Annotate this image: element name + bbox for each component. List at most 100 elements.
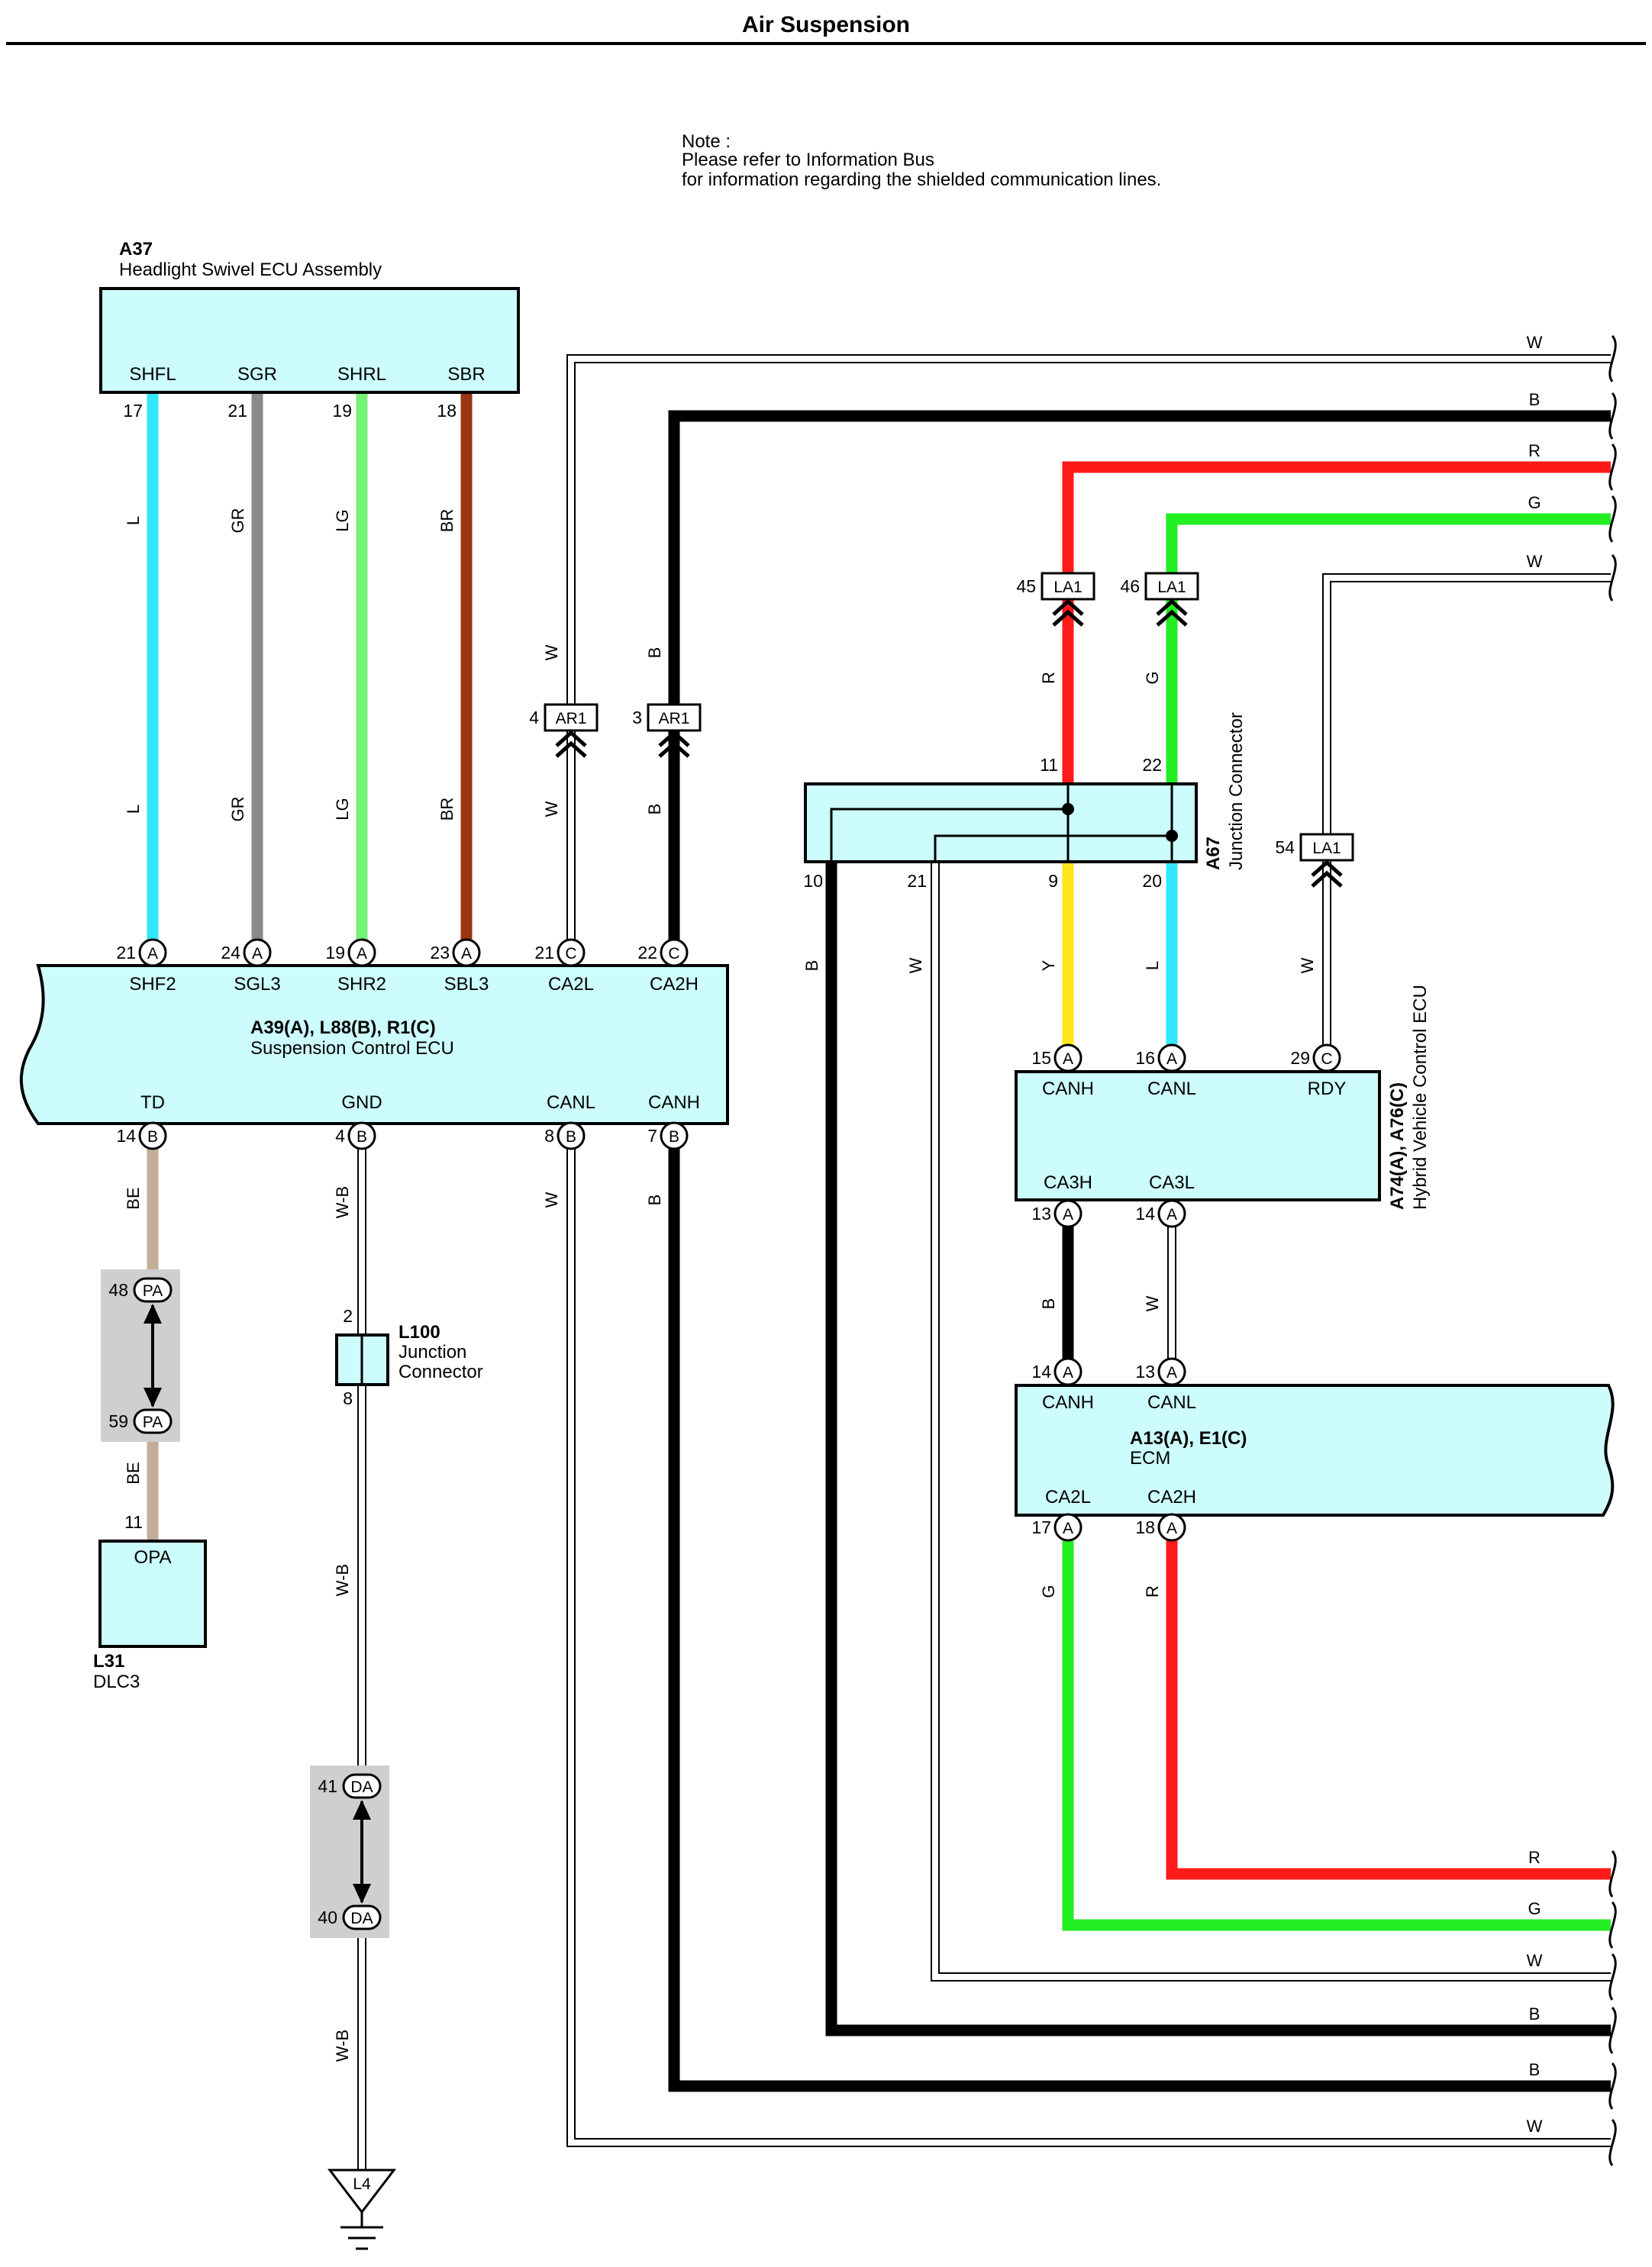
a37-terminal-shrl: SHRL	[337, 364, 386, 385]
wire-code-right-bottom: B	[1529, 2060, 1541, 2079]
l100-pin-8: 8	[343, 1388, 353, 1408]
la1-connector-46-label: LA1	[1157, 579, 1186, 596]
wire-code-a67-down: L	[1143, 961, 1162, 970]
wire-code-a74-a13: B	[1039, 1298, 1058, 1310]
a67-splice-dot	[1062, 803, 1074, 815]
a74-top-2-terminal	[1312, 1043, 1341, 1072]
a67-internal-bus	[830, 784, 1173, 862]
wire-code-la1-upper: R	[1039, 672, 1058, 684]
wire-code-a37-lower: LG	[333, 798, 352, 820]
wire-code-a37-lower: L	[124, 805, 143, 814]
wire-la1-g	[1166, 513, 1611, 784]
a39-bottom-0-pin-number: 14	[116, 1126, 136, 1146]
l100-name-1: Junction	[398, 1342, 466, 1362]
a39-terminal-canh: CANH	[648, 1092, 700, 1113]
a37-pin-19: 19	[332, 401, 352, 421]
l31-terminal-opa: OPA	[134, 1547, 172, 1568]
a39-top-terminals: SHF2 SGL3 SHR2 SBL3 CA2L CA2H	[129, 974, 699, 995]
la1-connector-46-pin: 46	[1120, 576, 1140, 596]
a39-terminal-shf2: SHF2	[129, 974, 176, 995]
wire-code-a37-upper: GR	[228, 508, 247, 534]
a13-bottom-1-pin-number: 18	[1135, 1517, 1155, 1537]
wire-code-la1-upper: G	[1143, 671, 1162, 684]
a13-top-1-connector-letter: A	[1166, 1364, 1177, 1382]
wire-a13-g	[1062, 1527, 1611, 1931]
a74-code: A74(A), A76(C)	[1387, 1082, 1408, 1210]
l100-name-2: Connector	[398, 1362, 483, 1382]
wire-code-a37-upper: LG	[333, 509, 352, 531]
a37-terminal-shfl: SHFL	[129, 364, 176, 385]
connector-chevron	[555, 730, 587, 758]
a13-name: ECM	[1130, 1448, 1170, 1469]
pa-connector-label: PA	[143, 1282, 163, 1300]
a37-ecu-box	[99, 287, 520, 394]
wire-code-right-bottom: R	[1528, 1848, 1541, 1867]
a39-bottom-1-connector-letter: B	[357, 1128, 367, 1146]
pa-connector-pin: 59	[108, 1411, 128, 1431]
pa-connector-pin-oval	[133, 1277, 173, 1303]
da-connector-pin-oval	[342, 1904, 382, 1930]
a74-bottom-0-terminal	[1053, 1199, 1083, 1228]
a74-top-0-connector-letter: A	[1063, 1050, 1073, 1068]
a74-top-2-connector-letter: C	[1321, 1050, 1332, 1068]
a67-code: A67	[1203, 837, 1224, 870]
pa-connector-pin-oval	[133, 1408, 173, 1434]
wire-a67-21-w-core	[932, 862, 1611, 1980]
wire-rdy-w	[1322, 573, 1611, 1058]
ar1-connector-4-label: AR1	[556, 710, 587, 727]
a39-top-1-pin-number: 24	[221, 943, 240, 963]
wire-a67-10-b	[825, 862, 1611, 2036]
la1-connector-45-pin: 45	[1016, 576, 1036, 596]
a74-name: Hybrid Vehicle Control ECU	[1410, 985, 1431, 1210]
ar1-connector-3-pin: 3	[632, 708, 642, 727]
a39-terminal-ca2h: CA2H	[650, 974, 699, 995]
wire-ca2l-w-core	[568, 356, 1611, 953]
a74-terminal-rdy: RDY	[1308, 1079, 1347, 1099]
a37-terminal-sbr: SBR	[447, 364, 485, 385]
l31-code: L31	[93, 1651, 124, 1672]
a39-top-0-terminal	[138, 938, 167, 967]
l100-pin-2: 2	[343, 1306, 353, 1326]
wire-a13-r	[1166, 1527, 1611, 1880]
wire-code-a67-down: B	[802, 960, 821, 972]
a39-top-5-pin-number: 22	[637, 943, 657, 963]
a39-top-3-pin-number: 23	[430, 943, 450, 963]
note-line-2: Please refer to Information Bus	[682, 150, 934, 170]
a39-top-3-connector-letter: A	[461, 945, 472, 963]
a74-ecu-box	[1015, 1070, 1381, 1201]
wire-code-a74-a13: W	[1143, 1295, 1162, 1311]
da-connector-label: DA	[350, 1778, 373, 1796]
a13-code: A13(A), E1(C)	[1130, 1428, 1247, 1449]
a67-pin-20: 20	[1142, 871, 1162, 891]
wire-code-ar1-upper: W	[542, 644, 561, 660]
a39-bottom-2-connector-letter: B	[566, 1128, 576, 1146]
l31-dlc3-box	[98, 1540, 207, 1648]
wire-code-right-bottom: W	[1527, 2117, 1543, 2136]
a39-terminal-ca2l: CA2L	[548, 974, 594, 995]
a67-name: Junction Connector	[1226, 712, 1247, 870]
a13-terminal-canl: CANL	[1147, 1392, 1196, 1413]
a39-top-2-terminal	[347, 938, 376, 967]
ar1-connector-3-box	[647, 703, 702, 732]
wire-canl-w-core	[568, 1136, 1611, 2146]
a13-bottom-0-pin-number: 17	[1031, 1517, 1051, 1537]
a39-terminal-canl: CANL	[547, 1092, 595, 1113]
a37-pin-18: 18	[437, 401, 457, 421]
wire-code-a37-lower: BR	[437, 798, 457, 821]
wire-break-mark	[1608, 1953, 1617, 2001]
la1-connector-45-label: LA1	[1053, 579, 1082, 596]
wire-canh-b	[668, 1136, 1611, 2092]
wire-code-a37-lower: GR	[228, 797, 247, 822]
a67-junction-box	[804, 782, 1198, 863]
wire-code-gnd-lower: W-B	[333, 2030, 352, 2062]
wire-break-mark	[1608, 553, 1617, 601]
a13-ecm-box	[1015, 1384, 1615, 1517]
wire-break-mark	[1608, 392, 1617, 440]
da-connector-arrow-down	[353, 1884, 371, 1904]
l31-name: DLC3	[93, 1672, 140, 1692]
a13-terminal-canh: CANH	[1042, 1392, 1094, 1413]
da-connector-pin-oval	[342, 1773, 382, 1799]
wire-code-a37-upper: L	[124, 516, 143, 525]
ground-label: L4	[353, 2175, 371, 2193]
